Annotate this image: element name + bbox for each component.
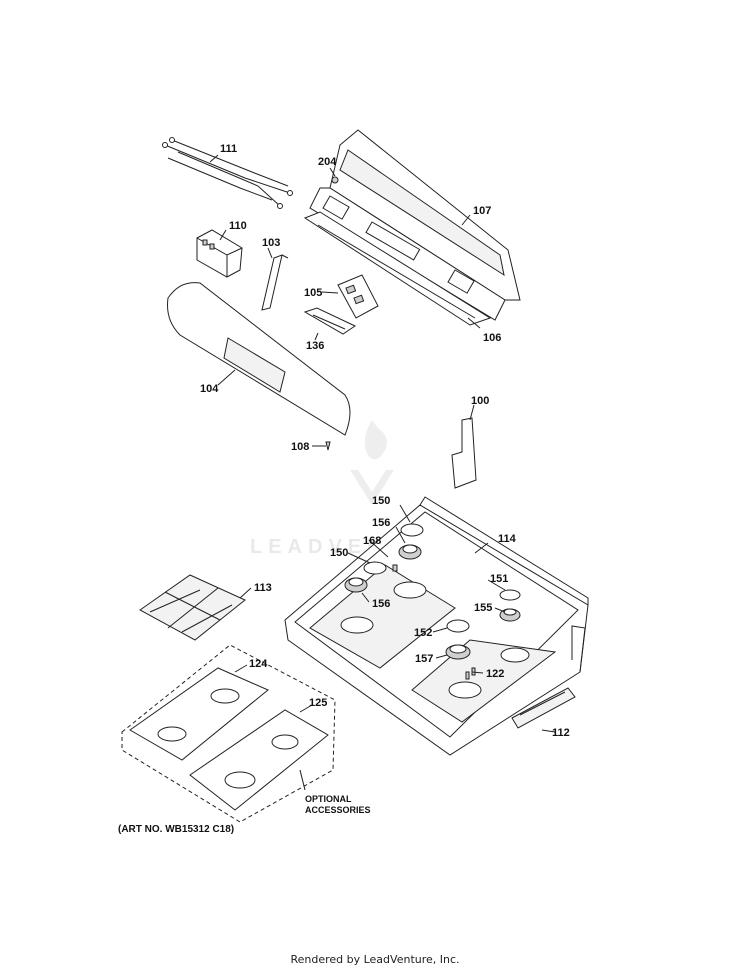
callout-157: 157: [415, 653, 433, 665]
callout-151: 151: [490, 573, 508, 585]
part-204-screw: [331, 176, 339, 184]
part-105-control-board: [337, 274, 379, 319]
callout-106: 106: [483, 332, 501, 344]
callout-156-top: 156: [372, 517, 390, 529]
part-111-wire-harness: [162, 137, 293, 209]
callout-100: 100: [471, 395, 489, 407]
art-number: (ART NO. WB15312 C18): [118, 824, 234, 835]
footer-credit: Rendered by LeadVenture, Inc.: [290, 953, 460, 966]
callout-107: 107: [473, 205, 491, 217]
callout-105: 105: [304, 287, 322, 299]
callout-204: 204: [318, 156, 337, 168]
part-113-grate: [139, 574, 246, 641]
callout-125: 125: [309, 697, 327, 709]
part-108-screw: [325, 441, 331, 451]
callout-156-left: 156: [372, 598, 390, 610]
optional-note-line1: OPTIONAL: [305, 794, 352, 804]
part-100-side-trim: [451, 417, 477, 489]
callout-155: 155: [474, 602, 492, 614]
callout-124: 124: [249, 658, 268, 670]
part-112-strip: [511, 687, 576, 729]
part-104-control-panel: [167, 282, 351, 436]
callout-136: 136: [306, 340, 324, 352]
burner-parts: [344, 523, 521, 680]
part-110-spark-module: [196, 229, 243, 278]
optional-note-line2: ACCESSORIES: [305, 805, 371, 815]
parts-124-125-drip-pans: [121, 644, 336, 823]
callout-111: 111: [220, 143, 237, 155]
callout-labels: 111 204 107 110 103 105 136 106 104 108 …: [118, 143, 570, 835]
callout-114: 114: [498, 533, 517, 545]
callout-122: 122: [486, 668, 504, 680]
callout-150-left: 150: [330, 547, 348, 559]
part-107-106-backsplash: [303, 129, 521, 326]
part-136-overlay: [303, 307, 357, 335]
callout-152: 152: [414, 627, 432, 639]
callout-150-top: 150: [372, 495, 390, 507]
callout-113: 113: [254, 582, 272, 594]
leader-lines: [209, 154, 556, 791]
callout-103: 103: [262, 237, 280, 249]
callout-110: 110: [229, 220, 247, 232]
callout-168: 168: [363, 535, 381, 547]
callout-112: 112: [552, 727, 570, 739]
callout-104: 104: [200, 383, 219, 395]
callout-108: 108: [291, 441, 309, 453]
part-103-bracket: [261, 254, 289, 311]
part-114-cooktop: [284, 496, 589, 756]
